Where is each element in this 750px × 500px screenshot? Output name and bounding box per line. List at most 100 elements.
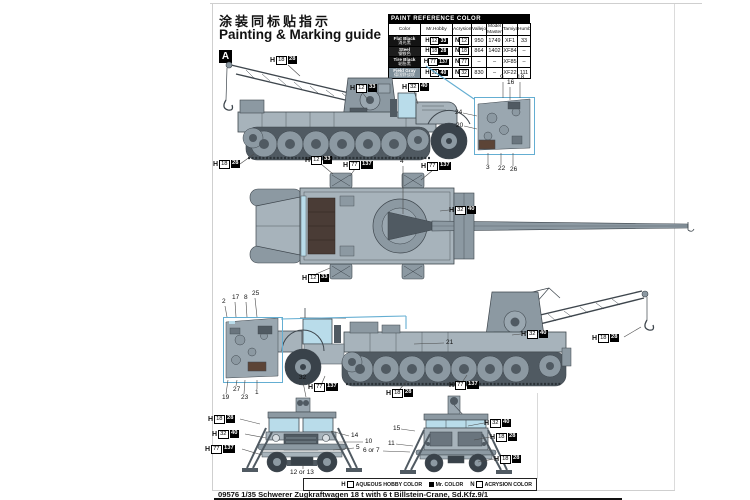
mr-color-number: 33 [367, 84, 377, 92]
aqueous-number: 12 [429, 36, 440, 45]
part-number-label: 23 [241, 394, 249, 401]
part-number-label: 16 [507, 79, 515, 86]
aqueous-number: 12 [308, 273, 319, 283]
scheme-a-badge: A [219, 50, 232, 63]
mr-color-number: 137 [438, 162, 452, 170]
aqueous-letter: H [425, 37, 430, 44]
aqueous-letter: H [402, 83, 408, 91]
leader-line [400, 428, 416, 432]
part-number-label: 11 [388, 440, 395, 447]
leader-line [413, 90, 419, 105]
aqueous-number: 18 [276, 55, 287, 65]
aqueous-letter: H [449, 381, 455, 389]
mr-color-number: 33 [319, 274, 329, 282]
leader-line [320, 163, 334, 175]
aqueous-letter: H [494, 455, 500, 463]
humbrol-cell: 111 [517, 66, 531, 79]
mr-color-number: 137 [437, 58, 450, 66]
part-number-label: 9 [500, 74, 504, 81]
leader-line [395, 443, 414, 447]
mr-color-number: 137 [325, 383, 339, 391]
part-number-label: 21 [446, 339, 454, 346]
aqueous-number: 32 [429, 68, 440, 77]
aqueous-letter: N [455, 48, 460, 55]
footer-rule [214, 498, 622, 500]
paint-name: Steel [399, 46, 410, 52]
aqueous-number: 18 [459, 47, 469, 56]
leader-line [234, 301, 237, 318]
part-number-label: 1 [255, 389, 259, 396]
aqueous-number: 18 [219, 159, 230, 169]
part-number-label: 3 [486, 164, 490, 171]
aqueous-letter: H [208, 415, 214, 423]
mr-color-number: 40 [439, 69, 448, 76]
aqueous-number: 32 [527, 329, 538, 339]
paint-name-chinese: 德国野战灰 [394, 72, 415, 78]
leader-line [235, 379, 238, 387]
front-view-illustration [242, 397, 362, 473]
leader-line [243, 379, 246, 395]
mr-color-number: 40 [229, 430, 239, 438]
detail-box-2-drawing [225, 317, 279, 379]
aqueous-letter: H [205, 445, 211, 453]
mr-color-number: 40 [501, 419, 511, 427]
part-number-label: 27 [233, 386, 241, 393]
leader-line [511, 333, 522, 336]
aqueous-number: 18 [496, 432, 507, 442]
part-number-label: 5 [356, 444, 360, 451]
legend-item: Mr. COLOR [429, 482, 463, 488]
leader-line [224, 305, 228, 318]
leader-line [330, 430, 350, 437]
aqueous-letter: H [425, 48, 430, 55]
mr-color-number: 40 [538, 330, 548, 338]
mr-color-number: 28 [225, 415, 235, 423]
aqueous-letter: H [212, 430, 218, 438]
side-view-lower-illustration [257, 287, 655, 387]
leader-line [623, 326, 642, 338]
leader-line [332, 447, 355, 451]
part-number-label: 8 [244, 294, 248, 301]
aqueous-letter: H [425, 69, 430, 76]
part-number-label: 4 [400, 158, 404, 165]
leader-line [473, 436, 491, 441]
paint-name: Flat Black [393, 36, 416, 41]
page-title-english: Painting & Marking guide [219, 27, 382, 42]
leader-line [287, 64, 301, 77]
mr-color-number: 137 [360, 161, 374, 169]
aqueous-letter: H [592, 334, 598, 342]
leader-line [462, 374, 468, 382]
leader-line [254, 297, 258, 318]
aqueous-number: 12 [311, 155, 322, 165]
legend-label: AQUEOUS HOBBY COLOR [355, 481, 423, 488]
aqueous-letter: H [521, 330, 527, 338]
mr-color-number: 28 [287, 56, 297, 64]
paint-name: Field Gray [393, 67, 416, 73]
leader-line [399, 380, 408, 390]
leader-line [477, 458, 495, 463]
mr-color-number: 28 [230, 160, 240, 168]
part-number-label: 10 [365, 438, 373, 445]
aqueous-letter: N [455, 69, 460, 76]
leader-line [239, 418, 261, 425]
mr-color-square-symbol [429, 482, 435, 487]
aqueous-number: 18 [598, 333, 609, 343]
aqueous-symbol: H [341, 481, 346, 488]
aqueous-number: 32 [459, 68, 469, 77]
leader-line [462, 112, 478, 117]
aqueous-number: 77 [455, 380, 466, 390]
aqueous-letter: N [455, 59, 460, 66]
aqueous-letter: H [343, 161, 349, 169]
aqueous-number: 32 [408, 82, 419, 92]
aqueous-letter: H [305, 156, 311, 164]
part-number-label: 26 [510, 166, 518, 173]
